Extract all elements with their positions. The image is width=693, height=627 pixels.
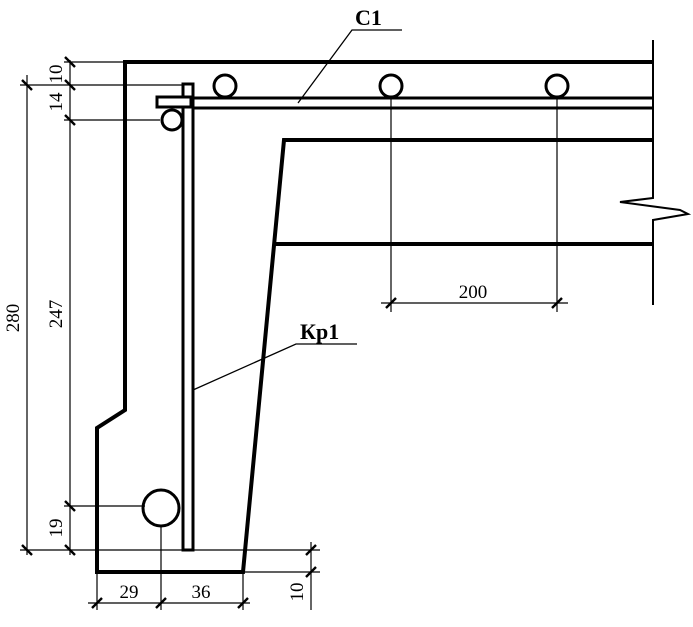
concrete-outline [95, 60, 653, 574]
dim-bottom-cover: 19 [46, 519, 67, 538]
frame-hook [155, 95, 193, 109]
rebar-slab-3 [544, 73, 570, 99]
rebar-bottom-large [141, 488, 181, 528]
rebar-slab-1 [212, 73, 238, 99]
leader-kr1 [192, 343, 357, 391]
break-line [619, 40, 692, 305]
leader-c1 [297, 29, 402, 104]
dim-bottom-gap: 10 [287, 583, 308, 602]
dim-top-second: 14 [46, 92, 67, 112]
frame-kr1-stirrup [181, 82, 195, 552]
label-kr1: Кр1 [300, 319, 339, 344]
dimension-lines [20, 60, 568, 610]
dim-spacing: 200 [459, 282, 488, 303]
dim-height-total: 280 [3, 304, 24, 333]
rebar-top-small [160, 108, 184, 132]
outline-left-edge [95, 60, 653, 574]
dimension-ticks [21, 56, 563, 609]
dim-height-inner: 247 [46, 300, 67, 329]
label-c1: С1 [355, 5, 382, 30]
dim-width-right: 36 [192, 582, 211, 603]
reinforcement [141, 73, 570, 552]
dim-width-left: 29 [120, 582, 139, 603]
rebar-slab-2 [378, 73, 404, 99]
leader-lines [192, 29, 402, 391]
dim-top-cover: 10 [46, 65, 67, 84]
